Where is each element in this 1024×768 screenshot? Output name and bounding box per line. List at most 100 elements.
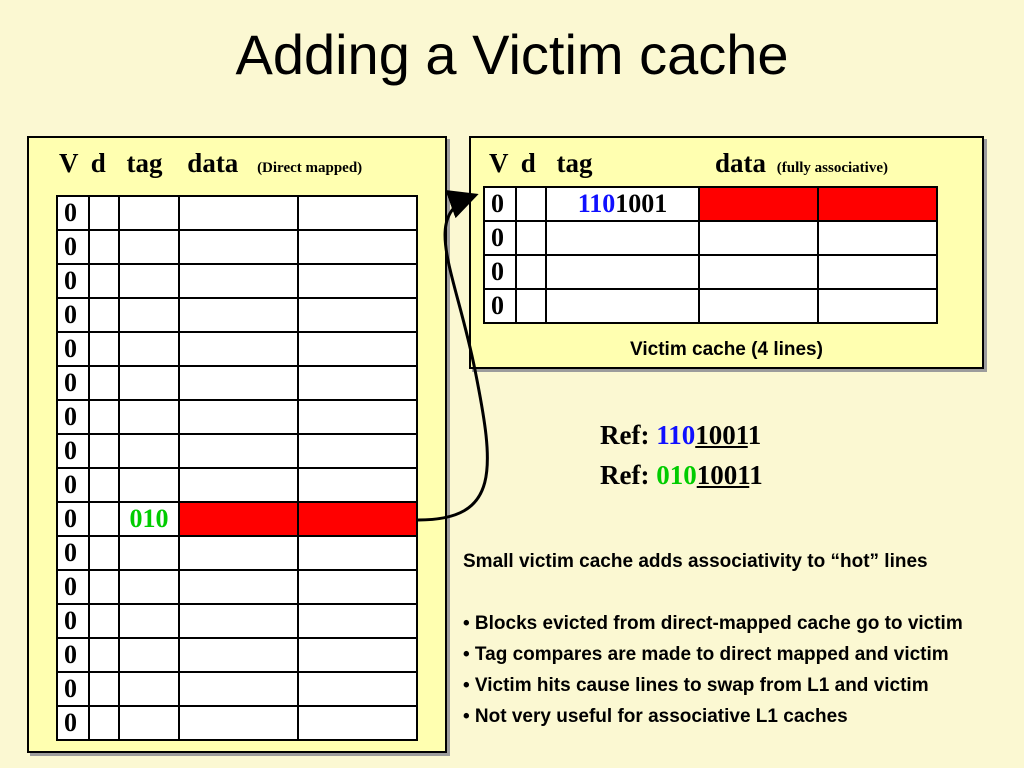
dm-tag-cell	[118, 705, 180, 741]
dm-valid-bit: 0	[56, 263, 90, 299]
dm-valid-bit: 0	[56, 433, 90, 469]
dm-data-cell	[178, 603, 299, 639]
dm-valid-bit: 0	[56, 705, 90, 741]
ref-tag-part: 110	[656, 420, 696, 450]
vc-valid-bit: 0	[483, 254, 517, 290]
dm-row: 0	[56, 331, 418, 367]
dm-data-cell	[297, 365, 418, 401]
dm-dirty-bit	[88, 637, 120, 673]
dm-valid-bit: 0	[56, 535, 90, 571]
dm-dirty-bit	[88, 433, 120, 469]
dm-data-cell	[297, 705, 418, 741]
dm-data-cell	[297, 535, 418, 571]
dm-row: 0	[56, 399, 418, 435]
vc-tag-rest: 1001	[615, 189, 668, 218]
dm-header-note: (Direct mapped)	[257, 160, 363, 176]
dm-row: 0	[56, 671, 418, 707]
dm-data-cell	[178, 501, 299, 537]
dm-valid-bit: 0	[56, 637, 90, 673]
vc-header-d: d	[520, 148, 536, 178]
dm-data-cell	[178, 365, 299, 401]
dm-data-cell	[178, 433, 299, 469]
dm-data-cell	[297, 195, 418, 231]
vc-tag-cell	[545, 220, 700, 256]
dm-valid-bit: 0	[56, 365, 90, 401]
dm-data-cell	[178, 671, 299, 707]
dm-tag-cell	[118, 297, 180, 333]
dm-valid-bit: 0	[56, 229, 90, 265]
dm-row: 0	[56, 297, 418, 333]
ref-line-1: Ref: 11010011	[600, 420, 761, 451]
dm-dirty-bit	[88, 603, 120, 639]
ref-index-part: 1001	[696, 460, 750, 490]
dm-tag-cell	[118, 331, 180, 367]
vc-dirty-bit	[515, 254, 547, 290]
dm-data-cell	[297, 501, 418, 537]
dm-valid-bit: 0	[56, 671, 90, 707]
dm-valid-bit: 0	[56, 195, 90, 231]
dm-dirty-bit	[88, 705, 120, 741]
dm-valid-bit: 0	[56, 297, 90, 333]
dm-header: V d tag data (Direct mapped)	[59, 148, 362, 179]
dm-data-cell	[297, 399, 418, 435]
vc-data-cell	[817, 186, 938, 222]
dm-tag-cell	[118, 365, 180, 401]
vc-dirty-bit	[515, 220, 547, 256]
victim-cache-caption: Victim cache (4 lines)	[630, 339, 823, 360]
dm-data-cell	[297, 331, 418, 367]
dm-tag-cell	[118, 637, 180, 673]
dm-header-d: d	[90, 148, 106, 178]
dm-dirty-bit	[88, 671, 120, 707]
bullet-item: • Victim hits cause lines to swap from L…	[463, 675, 929, 696]
vc-row: 0	[483, 220, 938, 256]
dm-row: 0	[56, 603, 418, 639]
dm-tag-cell	[118, 569, 180, 605]
dm-tag-cell: 010	[118, 501, 180, 537]
dm-row: 0	[56, 705, 418, 741]
victim-cache-panel: V d tag data (fully associative) 0 110100…	[469, 136, 984, 369]
vc-data-cell	[817, 254, 938, 290]
dm-tag-cell	[118, 671, 180, 707]
ref-label: Ref:	[600, 460, 657, 490]
dm-data-cell	[297, 569, 418, 605]
dm-tag-cell	[118, 535, 180, 571]
dm-data-cell	[178, 705, 299, 741]
dm-row: 0	[56, 569, 418, 605]
dm-data-cell	[297, 603, 418, 639]
dm-dirty-bit	[88, 399, 120, 435]
dm-data-cell	[297, 671, 418, 707]
vc-data-cell	[698, 288, 819, 324]
dm-tag-cell	[118, 433, 180, 469]
dm-data-cell	[297, 297, 418, 333]
dm-valid-bit: 0	[56, 399, 90, 435]
vc-tag-cell: 1101001	[545, 186, 700, 222]
ref-index-part: 1001	[695, 420, 748, 450]
vc-header: V d tag data (fully associative)	[489, 148, 969, 179]
dm-data-cell	[178, 569, 299, 605]
dm-dirty-bit	[88, 331, 120, 367]
dm-header-tag: tag	[126, 148, 163, 178]
vc-valid-bit: 0	[483, 220, 517, 256]
dm-row: 0	[56, 433, 418, 469]
dm-row: 0	[56, 365, 418, 401]
dm-dirty-bit	[88, 365, 120, 401]
ref-label: Ref:	[600, 420, 657, 450]
dm-row: 0	[56, 229, 418, 265]
dm-dirty-bit	[88, 229, 120, 265]
dm-data-cell	[178, 229, 299, 265]
dm-tag-cell	[118, 195, 180, 231]
vc-dirty-bit	[515, 288, 547, 324]
ref-line-2: Ref: 01010011	[600, 460, 763, 491]
dm-dirty-bit	[88, 297, 120, 333]
description-lead: Small victim cache adds associativity to…	[463, 551, 928, 572]
vc-header-data: data	[715, 148, 767, 178]
slide-title: Adding a Victim cache	[235, 23, 789, 86]
dm-row: 0	[56, 637, 418, 673]
dm-data-cell	[297, 263, 418, 299]
dm-tag-cell	[118, 603, 180, 639]
bullet-item: • Not very useful for associative L1 cac…	[463, 706, 848, 727]
ref-offset-part: 1	[747, 420, 762, 450]
